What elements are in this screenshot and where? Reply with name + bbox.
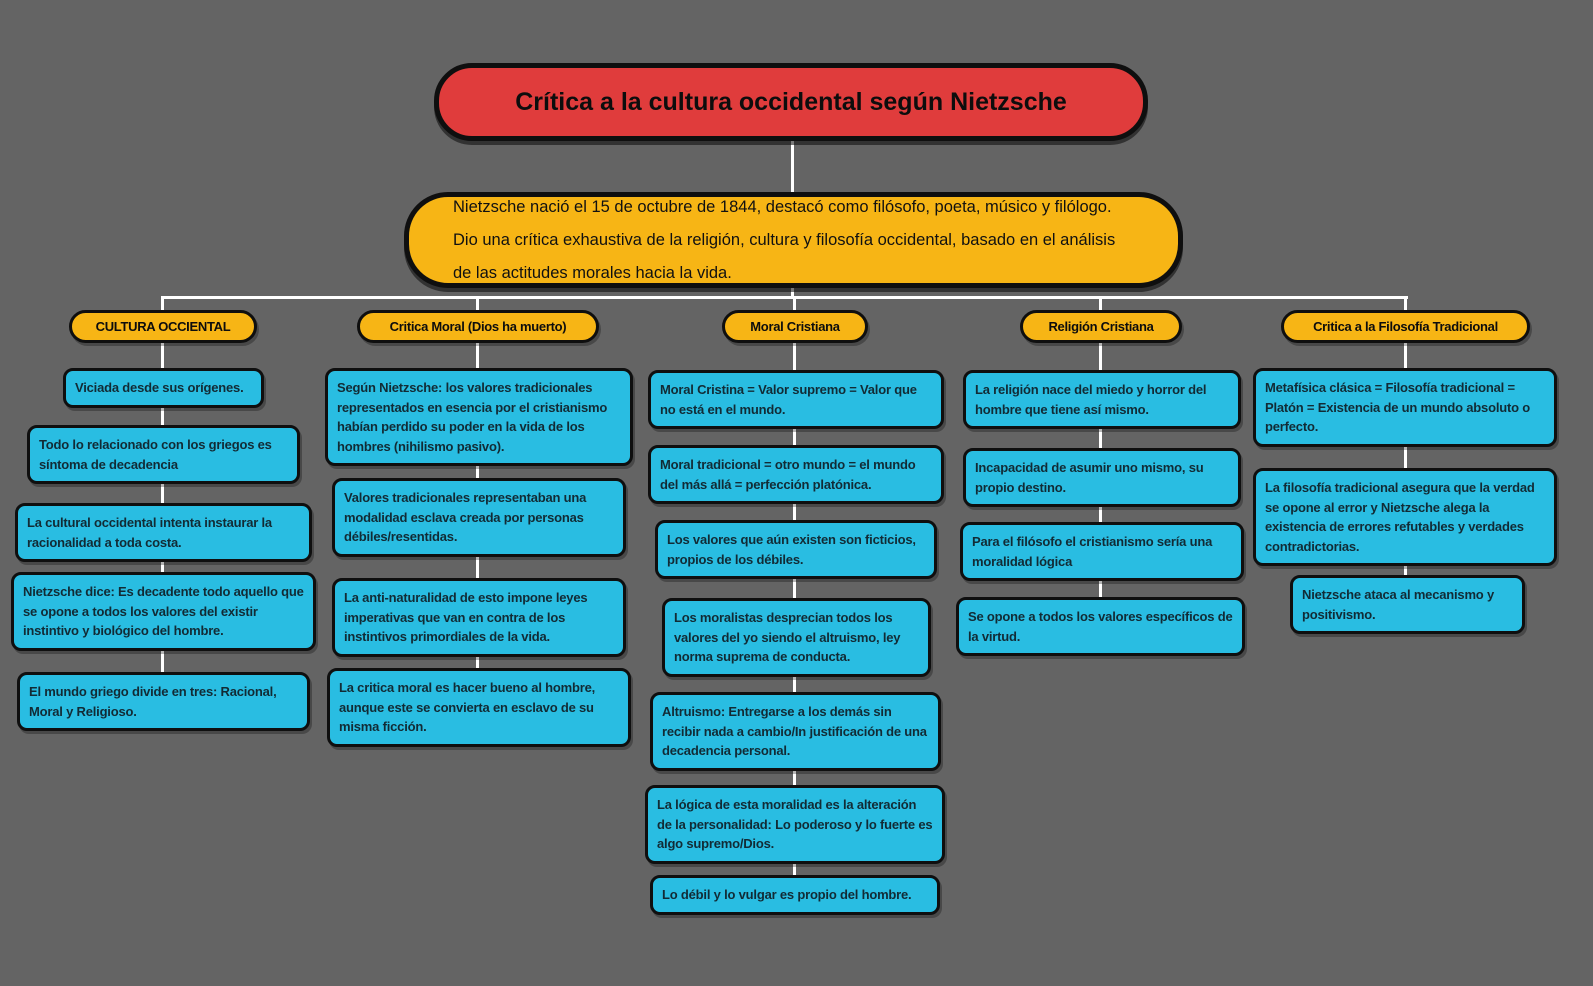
concept-box: La filosofía tradicional asegura que la …: [1253, 468, 1557, 566]
branch-header-cultura-occiental: CULTURA OCCIENTAL: [69, 310, 257, 343]
connector-title-intro: [791, 139, 794, 194]
branch-header-critica-filosofia: Critica a la Filosofía Tradicional: [1281, 310, 1530, 343]
concept-box: El mundo griego divide en tres: Racional…: [17, 672, 310, 731]
connector-stub-column-1: [161, 296, 164, 313]
concept-box: La cultural occidental intenta instaurar…: [15, 503, 312, 562]
intro-note: Nietzsche nació el 15 de octubre de 1844…: [404, 192, 1183, 288]
concept-box: Nietzsche ataca al mecanismo y positivis…: [1290, 575, 1525, 634]
concept-box: La lógica de esta moralidad es la altera…: [645, 785, 945, 864]
concept-box: Valores tradicionales representaban una …: [332, 478, 626, 557]
intro-note-text: Nietzsche nació el 15 de octubre de 1844…: [453, 197, 1116, 282]
branch-header-critica-moral: Critica Moral (Dios ha muerto): [357, 310, 599, 343]
map-title: Crítica a la cultura occidental según Ni…: [434, 63, 1148, 141]
connector-stub-column-5: [1404, 296, 1407, 313]
connector-branch-horizontal: [163, 296, 1408, 299]
concept-box: Los valores que aún existen son ficticio…: [655, 520, 937, 579]
concept-box: La critica moral es hacer bueno al hombr…: [327, 668, 631, 747]
concept-box: Lo débil y lo vulgar es propio del hombr…: [650, 875, 940, 915]
concept-box: Para el filósofo el cristianismo sería u…: [960, 522, 1244, 581]
concept-box: Los moralistas desprecian todos los valo…: [662, 598, 931, 677]
connector-stub-column-3: [793, 296, 796, 313]
connector-spine-column-5: [1404, 341, 1407, 578]
branch-header-religion-cristiana: Religión Cristiana: [1020, 310, 1182, 343]
concept-box: Viciada desde sus orígenes.: [63, 368, 264, 408]
concept-box: Altruismo: Entregarse a los demás sin re…: [650, 692, 941, 771]
connector-intro-branch: [791, 286, 794, 298]
concept-box: La anti-naturalidad de esto impone leyes…: [332, 578, 626, 657]
connector-stub-column-4: [1099, 296, 1102, 313]
concept-box: La religión nace del miedo y horror del …: [963, 370, 1241, 429]
concept-box: Nietzsche dice: Es decadente todo aquell…: [11, 572, 316, 651]
branch-header-moral-cristiana: Moral Cristiana: [722, 310, 868, 343]
concept-box: Moral Cristina = Valor supremo = Valor q…: [648, 370, 944, 429]
connector-stub-column-2: [476, 296, 479, 313]
concept-box: Según Nietzsche: los valores tradicional…: [325, 368, 633, 466]
concept-box: Moral tradicional = otro mundo = el mund…: [648, 445, 944, 504]
concept-box: Metafísica clásica = Filosofía tradicion…: [1253, 368, 1557, 447]
concept-box: Se opone a todos los valores específicos…: [956, 597, 1245, 656]
concept-box: Todo lo relacionado con los griegos es s…: [27, 425, 300, 484]
concept-box: Incapacidad de asumir uno mismo, su prop…: [963, 448, 1241, 507]
